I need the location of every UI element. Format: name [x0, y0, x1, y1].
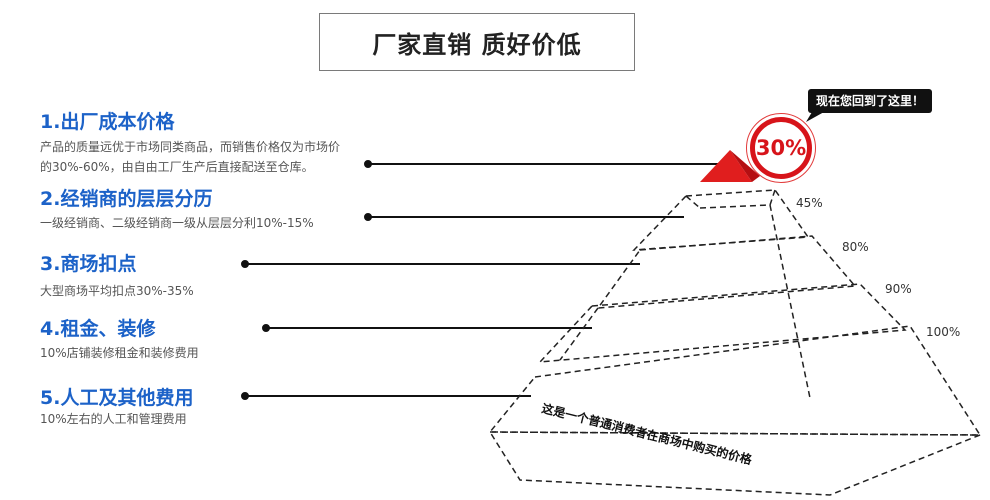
- tier-80-edge: [559, 307, 599, 361]
- connector-dot-4: [262, 324, 270, 332]
- connector-dot-5: [241, 392, 249, 400]
- badge-ring: [746, 113, 816, 183]
- tier-45-outline: [632, 189, 810, 251]
- item-2-desc: 一级经销商、二级经销商一级从层层分利10%-15%: [40, 216, 314, 230]
- callout-bubble: 现在您回到了这里！: [808, 89, 933, 113]
- tier-45-edge-left: [685, 195, 701, 209]
- item-1-desc-line-2: 的30%-60%，由自由工厂生产后直接配送至仓库。: [40, 160, 314, 174]
- connector-dot-3: [241, 260, 249, 268]
- tier-45-edge-right: [769, 189, 776, 206]
- item-3-desc: 大型商场平均扣点30%-35%: [40, 284, 194, 298]
- item-1-desc-line-1: 产品的质量远优于市场同类商品，而销售价格仅为市场价: [40, 140, 341, 154]
- page-title: 厂家直销 质好价低: [319, 13, 635, 71]
- item-5-desc: 10%左右的人工和管理费用: [40, 412, 187, 426]
- level-80-label: 80%: [842, 240, 869, 254]
- item-4-title: 4.租金、装修: [40, 318, 156, 340]
- level-45-label: 45%: [796, 196, 823, 210]
- connector-dot-1: [364, 160, 372, 168]
- item-4-desc: 10%店铺装修租金和装修费用: [40, 346, 199, 360]
- connector-dot-2: [364, 213, 372, 221]
- bubble-pointer: [806, 112, 824, 122]
- level-100-label: 100%: [926, 325, 961, 339]
- item-2-title: 2.经销商的层层分历: [40, 188, 213, 210]
- pyramid-ridge: [769, 204, 811, 399]
- level-90-label: 90%: [885, 282, 912, 296]
- pyramid-base-outline: [488, 431, 981, 496]
- price-badge: 30%: [750, 117, 812, 179]
- tier-90-outline: [538, 283, 907, 363]
- tier-100-outline: [488, 325, 982, 436]
- item-3-title: 3.商场扣点: [40, 253, 137, 275]
- tier-45-inner: [699, 204, 771, 209]
- item-5-title: 5.人工及其他费用: [40, 387, 194, 409]
- tier-80-outline: [596, 235, 857, 309]
- red-pyramid-icon: [700, 150, 760, 182]
- item-1-title: 1.出厂成本价格: [40, 111, 175, 133]
